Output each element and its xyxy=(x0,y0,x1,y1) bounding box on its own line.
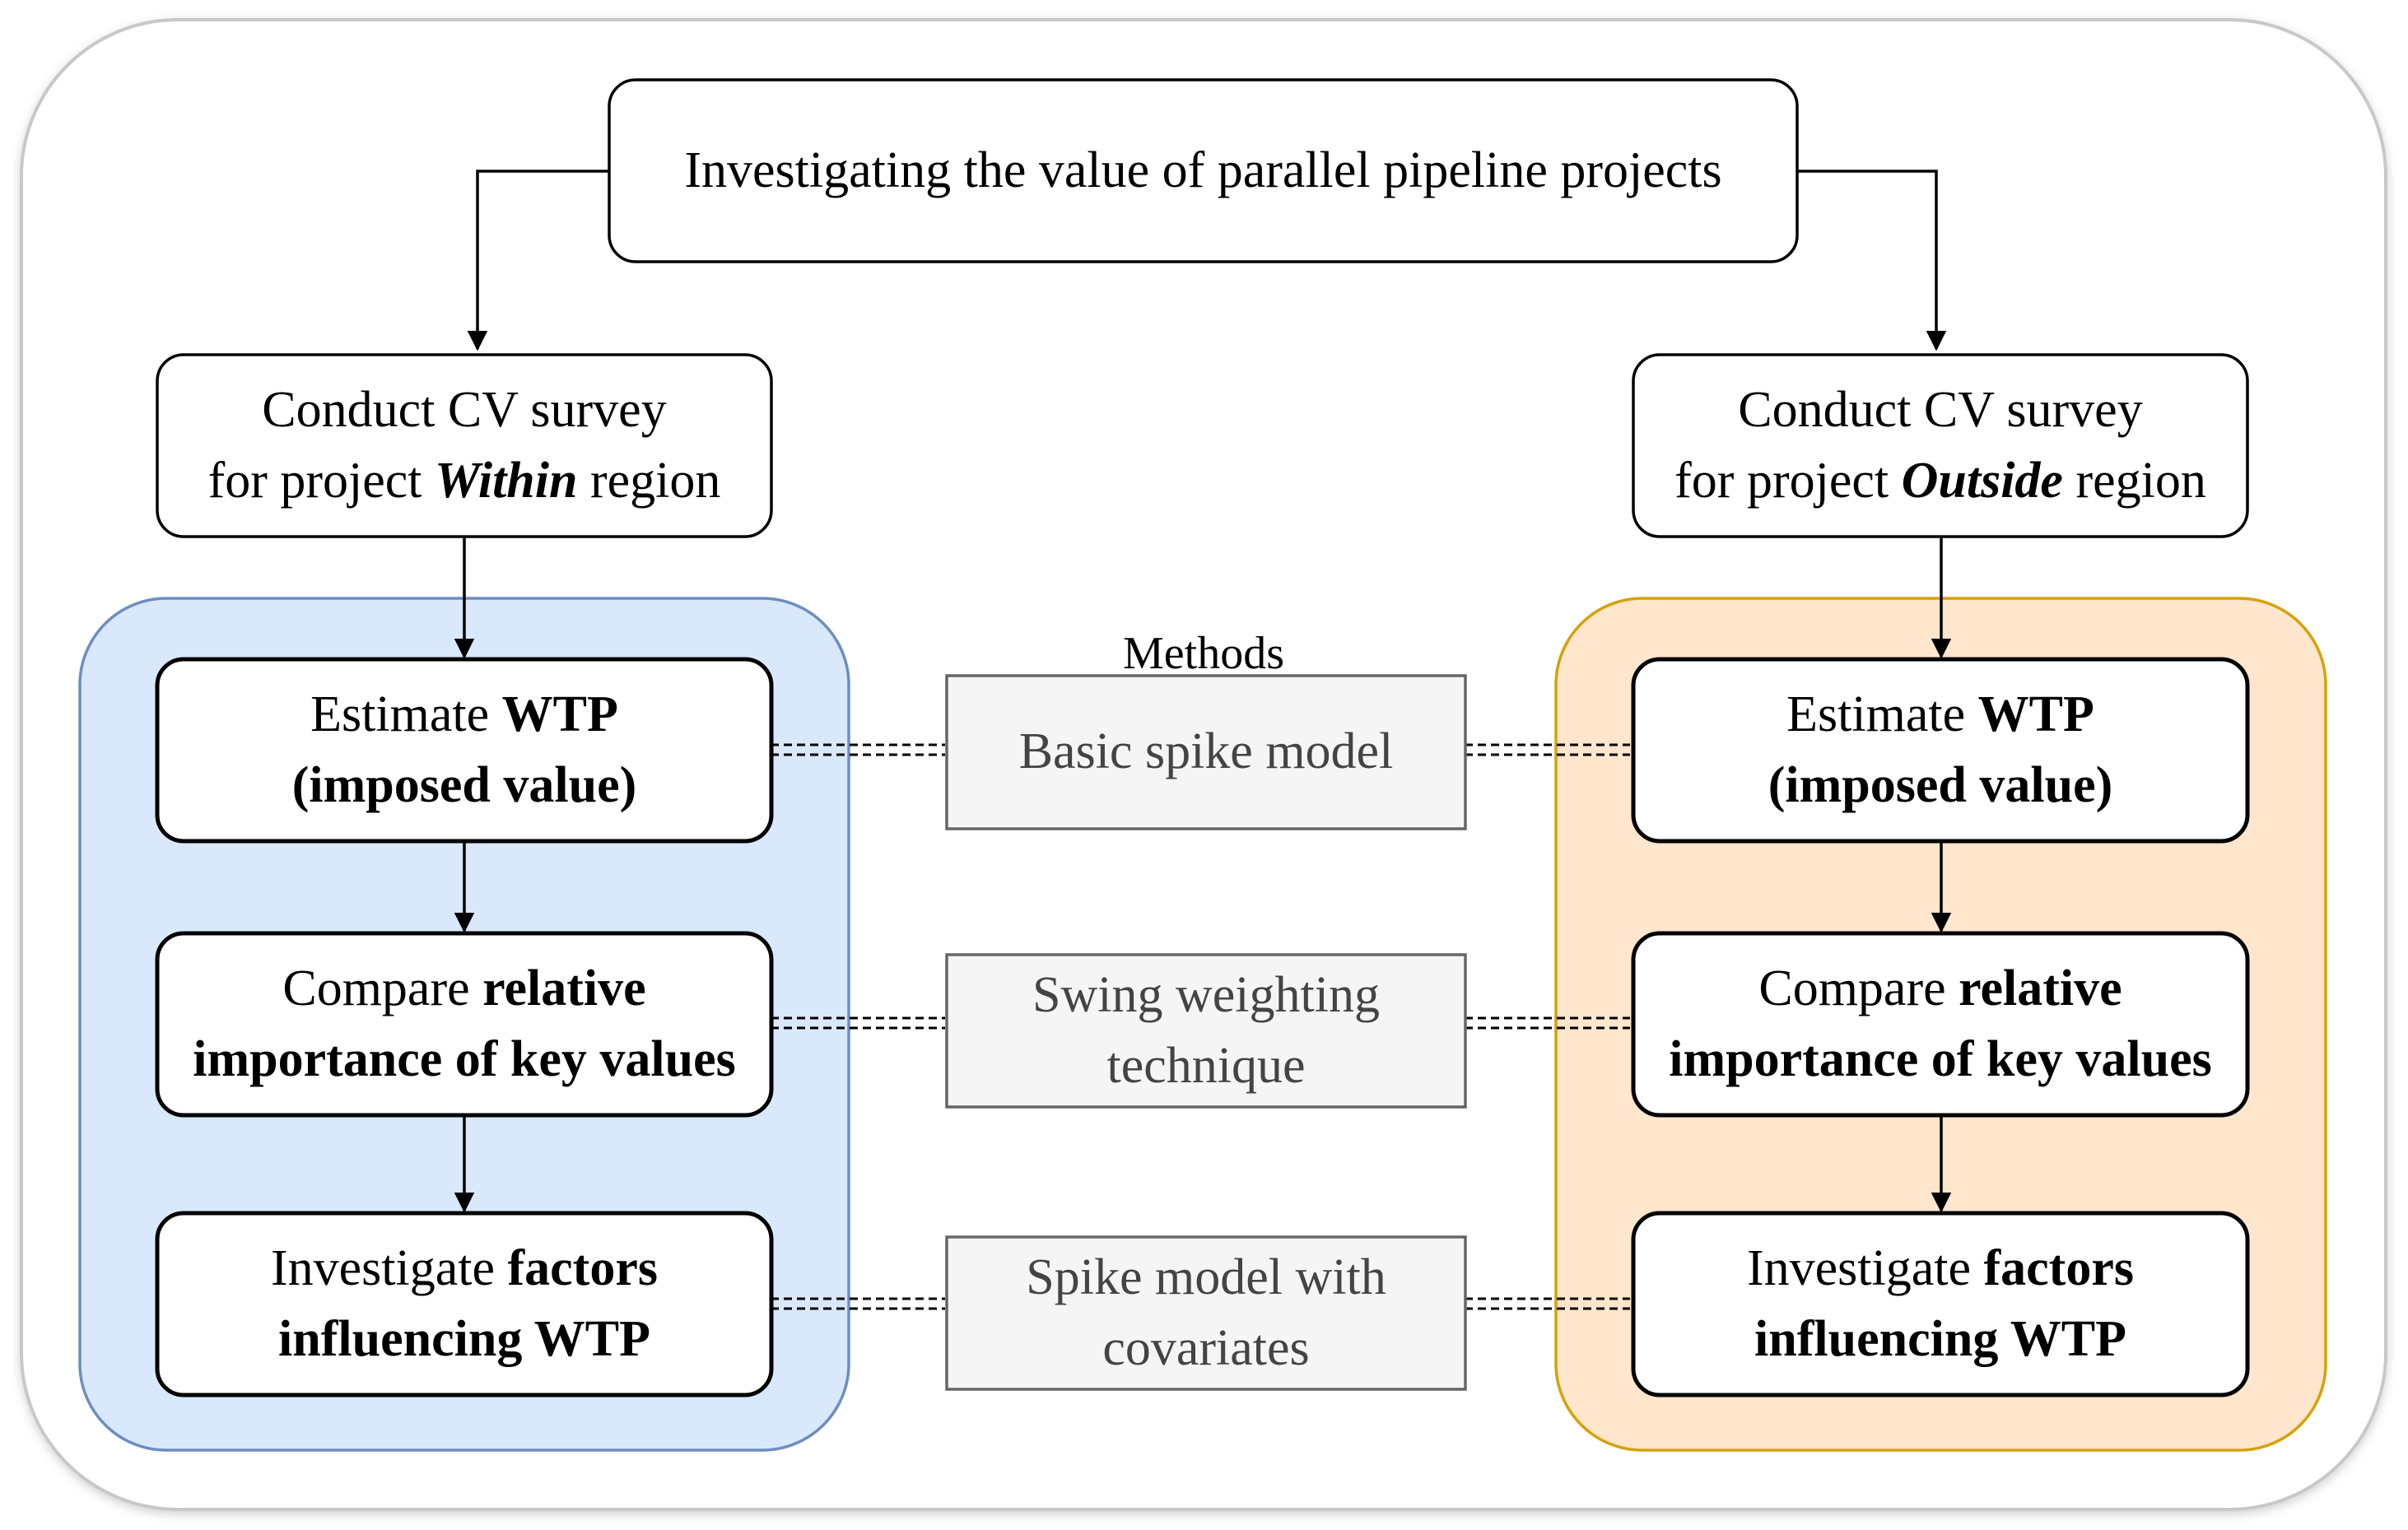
within-wtp-box xyxy=(155,657,774,844)
outside-survey-box xyxy=(1632,353,2249,538)
within-factors-line1: Investigate factors xyxy=(271,1239,658,1296)
outside-wtp-line1: Estimate WTP xyxy=(1786,686,2094,742)
method-link-3-left xyxy=(771,1297,945,1310)
outside-survey-line1: Conduct CV survey xyxy=(1738,381,2143,438)
within-importance-box xyxy=(155,931,774,1118)
within-survey-line2: for project Within region xyxy=(207,452,721,509)
method-swing-line2: technique xyxy=(1106,1037,1306,1094)
within-survey-box xyxy=(156,353,773,538)
method-link-3-right xyxy=(1465,1297,1630,1310)
method-covariates-line1: Spike model with xyxy=(1026,1249,1386,1305)
top-box xyxy=(608,78,1799,263)
within-factors-line2: influencing WTP xyxy=(278,1310,650,1367)
method-box-swing-weighting xyxy=(945,953,1467,1109)
outside-factors-box xyxy=(1631,1211,2250,1397)
within-survey-line1: Conduct CV survey xyxy=(262,381,667,438)
outside-wtp-line2: (imposed value) xyxy=(1768,756,2113,813)
top-box-text: Investigating the value of parallel pipe… xyxy=(684,142,1722,198)
outside-importance-line1: Compare relative xyxy=(1758,960,2122,1016)
within-factors-box xyxy=(155,1211,774,1397)
outside-survey-line2: for project Outside region xyxy=(1674,452,2206,509)
method-box-spike-covariates xyxy=(945,1235,1467,1391)
within-wtp-line1: Estimate WTP xyxy=(310,686,618,742)
outside-factors-line2: influencing WTP xyxy=(1754,1310,2126,1367)
methods-title: Methods xyxy=(1123,628,1284,679)
outside-wtp-box xyxy=(1631,657,2250,844)
method-swing-line1: Swing weighting xyxy=(1032,966,1380,1023)
outside-factors-line1: Investigate factors xyxy=(1747,1239,2134,1296)
method-box-basic-spike xyxy=(945,674,1467,830)
method-link-2-left xyxy=(771,1016,945,1030)
method-covariates-line2: covariates xyxy=(1102,1319,1310,1376)
method-basic-spike-line1: Basic spike model xyxy=(1018,723,1394,780)
method-link-1-right xyxy=(1465,743,1630,756)
within-wtp-line2: (imposed value) xyxy=(291,756,637,813)
outside-importance-box xyxy=(1631,931,2250,1118)
within-importance-line2: importance of key values xyxy=(193,1030,736,1087)
arrow-top-to-outside-survey xyxy=(1797,170,1947,351)
within-importance-line1: Compare relative xyxy=(282,960,646,1016)
outside-importance-line2: importance of key values xyxy=(1669,1030,2212,1087)
method-link-1-left xyxy=(771,743,945,756)
arrow-top-to-within-survey xyxy=(467,170,609,351)
method-link-2-right xyxy=(1465,1016,1630,1030)
